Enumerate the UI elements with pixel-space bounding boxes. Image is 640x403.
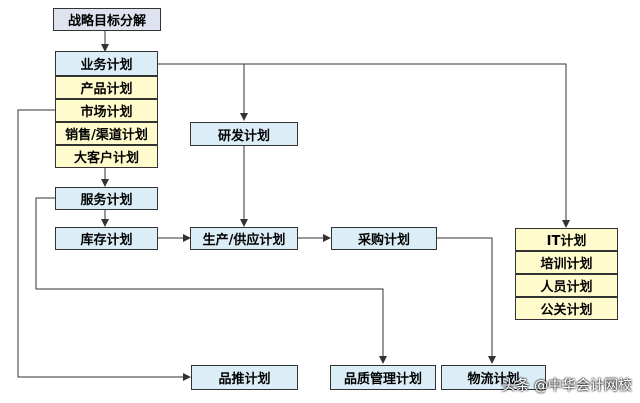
- sales-channel-plan-box: 销售/渠道计划: [55, 122, 158, 145]
- arrow-business-to-it: [244, 63, 570, 228]
- arrow-purchase-to-logistics: [437, 237, 496, 364]
- business-plan-box: 业务计划: [55, 51, 158, 76]
- rd-plan-box: 研发计划: [190, 122, 298, 146]
- product-plan-box: 产品计划: [55, 76, 158, 99]
- arrow-market-to-promotion: [17, 109, 191, 381]
- arrow-business-to-rd: [158, 63, 248, 121]
- pr-plan-box: 公关计划: [515, 297, 618, 320]
- logistics-plan-box: 物流计划: [441, 365, 546, 390]
- key-account-plan-box: 大客户计划: [55, 145, 158, 168]
- market-plan-box: 市场计划: [55, 99, 158, 122]
- training-plan-box: 培训计划: [515, 251, 618, 274]
- promotion-plan-box: 品推计划: [191, 365, 298, 390]
- personnel-plan-box: 人员计划: [515, 274, 618, 297]
- service-plan-box: 服务计划: [55, 187, 158, 210]
- production-supply-plan-box: 生产/供应计划: [190, 227, 298, 250]
- inventory-plan-box: 库存计划: [55, 227, 158, 250]
- watermark-text: 头条 @中华会计网校: [501, 378, 632, 394]
- strategy-goal-box: 战略目标分解: [53, 8, 161, 31]
- quality-management-plan-box: 品质管理计划: [330, 365, 436, 390]
- arrow-service-to-quality: [35, 197, 387, 364]
- purchase-plan-box: 采购计划: [331, 227, 437, 250]
- it-plan-box: IT计划: [515, 228, 618, 251]
